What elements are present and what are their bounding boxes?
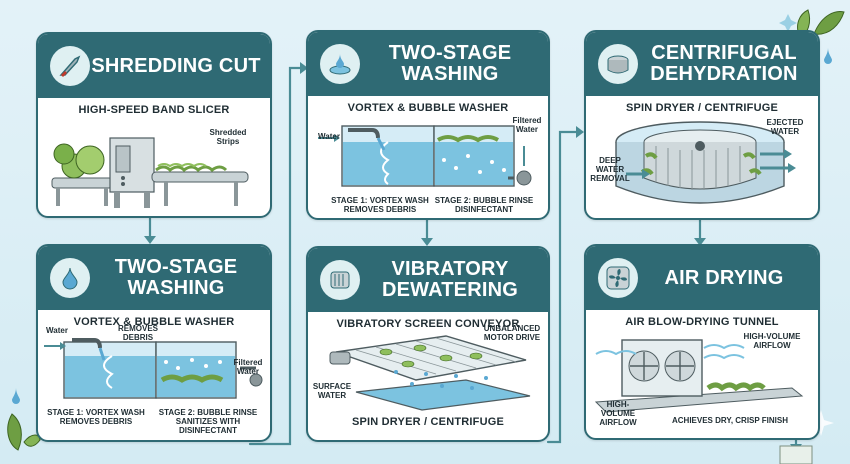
label-stage2: STAGE 2: BUBBLE RINSE DISINFECTANT <box>434 196 534 214</box>
label-stage1: STAGE 1: VORTEX WASH REMOVES DEBRIS <box>331 196 429 214</box>
card-subtitle: AIR BLOW-DRYING TUNNEL <box>625 316 779 328</box>
fan-icon <box>598 258 638 298</box>
air-tunnel-illustration <box>594 339 804 413</box>
spin-dryer-illustration <box>615 121 796 204</box>
card-subtitle: HIGH-SPEED BAND SLICER <box>78 104 230 116</box>
label-shredded-strips: Shredded Strips <box>209 128 247 146</box>
card-footer-label: SPIN DRYER / CENTRIFUGE <box>351 416 505 428</box>
vortex-bubble-washer-illustration <box>44 338 263 399</box>
label-high-volume-airflow-2: HIGH-VOLUME AIRFLOW <box>599 400 637 427</box>
card-subtitle: VORTEX & BUBBLE WASHER <box>347 102 509 114</box>
water-drop-icon <box>50 258 90 298</box>
leaf-decoration-icon <box>7 388 41 451</box>
label-removes-debris: REMOVES DEBRIS <box>118 324 159 342</box>
label-filtered-water: Filtered Water <box>512 116 542 134</box>
knife-icon <box>50 46 90 86</box>
centrifuge-icon <box>598 44 638 84</box>
label-unbalanced-motor: UNBALANCED MOTOR DRIVE <box>483 324 541 342</box>
label-water: Water <box>318 132 340 141</box>
label-water: Water <box>46 326 68 335</box>
sparkle-icon <box>808 410 834 436</box>
label-stage1: STAGE 1: VORTEX WASH REMOVES DEBRIS <box>47 408 145 426</box>
label-surface-water: SURFACE WATER <box>312 382 352 400</box>
vibrating-screen-icon <box>320 260 360 300</box>
card-air-drying: AIR DRYING AIR BLOW-DRYING TUNNEL HIGH-V… <box>584 244 820 440</box>
card-subtitle: SPIN DRYER / CENTRIFUGE <box>625 102 779 114</box>
card-subtitle: VIBRATORY SCREEN CONVEYOR <box>336 318 520 330</box>
vortex-bubble-washer-illustration <box>318 125 532 187</box>
band-slicer-illustration <box>51 137 249 208</box>
label-dry-crisp-finish: ACHIEVES DRY, CRISP FINISH <box>671 416 789 425</box>
card-title: SHREDDING CUT <box>91 54 261 77</box>
card-header: AIR DRYING <box>586 246 818 310</box>
label-stage2: STAGE 2: BUBBLE RINSE SANITIZES WITH DIS… <box>158 408 258 435</box>
card-header: SHREDDING CUT <box>38 34 270 98</box>
label-ejected-water: EJECTED WATER <box>766 118 804 136</box>
label-high-volume-airflow-1: HIGH-VOLUME AIRFLOW <box>743 332 801 350</box>
card-title: AIR DRYING <box>664 266 784 289</box>
card-subtitle: VORTEX & BUBBLE WASHER <box>73 316 235 328</box>
label-deep-water-removal: DEEP WATER REMOVAL <box>590 156 630 183</box>
label-filtered-water: Filtered Water <box>233 358 263 376</box>
water-splash-icon <box>320 44 360 84</box>
card-shredding-cut: SHREDDING CUT HIGH-SPEED BAND SLICER Shr… <box>36 32 272 218</box>
vibratory-screen-illustration <box>329 335 531 411</box>
